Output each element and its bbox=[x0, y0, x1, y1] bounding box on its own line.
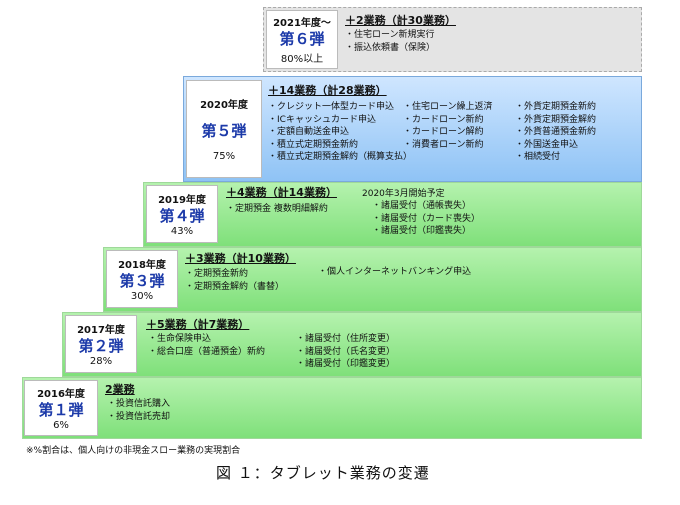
list-item: ・投資信託売却 bbox=[107, 411, 171, 422]
phase-1-label: 2016年度 第１弾 6% bbox=[24, 380, 98, 436]
list-item: ・総合口座（普通預金）新約 bbox=[148, 346, 266, 357]
list-item: ・諸届受付（印鑑喪失） bbox=[372, 226, 472, 236]
phase-5-year: 2020年度 bbox=[200, 99, 248, 111]
list-item: ・外貨普通預金新約 bbox=[515, 127, 597, 137]
phase-6-title: ＋2業務（計30業務） bbox=[345, 14, 456, 27]
phase-6-label: 2021年度～ 第６弾 80%以上 bbox=[266, 10, 338, 69]
phase-3-list-a: ・定期預金新約 ・定期預金解約（書替） bbox=[185, 268, 284, 293]
phase-6-list: ・住宅ローン新規実行 ・振込依頼書（保険） bbox=[345, 29, 435, 54]
phase-1-percent: 6% bbox=[53, 420, 69, 432]
phase-6-percent: 80%以上 bbox=[280, 53, 324, 65]
phase-5-percent: 75% bbox=[212, 151, 236, 163]
list-item: ・定額自動送金申込 bbox=[268, 127, 350, 137]
phase-3-year: 2018年度 bbox=[118, 259, 166, 271]
list-item: ・諸届受付（通帳喪失） bbox=[372, 201, 472, 211]
phase-2-list-b: ・諸届受付（住所変更） ・諸届受付（氏名変更） ・諸届受付（印鑑変更） bbox=[296, 333, 395, 371]
list-item: ・外貨定期預金新約 bbox=[515, 102, 597, 112]
list-item: ・諸届受付（氏名変更） bbox=[296, 346, 396, 357]
list-item: ・定期預金 複数明細解約 bbox=[226, 204, 328, 214]
phase-4-list-b: ・諸届受付（通帳喪失） ・諸届受付（カード喪失） ・諸届受付（印鑑喪失） bbox=[372, 200, 480, 238]
list-item: ・カードローン解約 bbox=[403, 127, 484, 137]
phase-4-step bbox=[143, 182, 642, 247]
phase-1-name: 第１弾 bbox=[38, 400, 84, 419]
list-item: ・カードローン新約 bbox=[403, 114, 484, 125]
phase-1-year: 2016年度 bbox=[37, 388, 85, 400]
list-item: ・外貨定期預金解約 bbox=[515, 114, 597, 125]
phase-5-list-b: ・住宅ローン繰上返済 ・カードローン新約 ・カードローン解約 ・消費者ローン新約 bbox=[403, 101, 493, 151]
phase-5-list-a: ・クレジット一体型カード申込 ・ICキャッシュカード申込 ・定額自動送金申込 ・… bbox=[268, 101, 412, 164]
phase-4-name: 第４弾 bbox=[159, 206, 205, 225]
list-item: ・消費者ローン新約 bbox=[403, 139, 484, 150]
figure-caption: 図 １：タブレット業務の変遷 bbox=[216, 464, 430, 482]
phase-5-name: 第５弾 bbox=[201, 121, 247, 140]
list-item: ・投資信託購入 bbox=[107, 399, 171, 409]
phase-4-label: 2019年度 第４弾 43% bbox=[146, 185, 218, 243]
list-item: ・積立式定期預金新約 bbox=[268, 139, 359, 150]
list-item: ・定期預金新約 bbox=[185, 269, 249, 279]
list-item: ・生命保険申込 bbox=[148, 334, 212, 344]
phase-1-step bbox=[22, 377, 642, 439]
phase-4-list-a: ・定期預金 複数明細解約 bbox=[226, 203, 328, 216]
list-item: ・住宅ローン新規実行 bbox=[345, 30, 435, 40]
phase-1-list: ・投資信託購入 ・投資信託売却 bbox=[107, 398, 170, 423]
phase-5-title: ＋14業務（計28業務） bbox=[268, 84, 387, 97]
phase-4-title: ＋4業務（計14業務） bbox=[226, 186, 337, 199]
list-item: ・積立式定期預金解約（概算支払） bbox=[268, 152, 413, 162]
phase-6-name: 第６弾 bbox=[279, 30, 325, 49]
list-item: ・外国送金申込 bbox=[515, 139, 579, 150]
phase-4-year: 2019年度 bbox=[158, 194, 206, 206]
list-item: ・諸届受付（住所変更） bbox=[296, 334, 396, 344]
phase-6-year: 2021年度～ bbox=[273, 18, 331, 30]
phase-2-step bbox=[62, 312, 642, 377]
list-item: ・個人インターネットバンキング申込 bbox=[318, 267, 472, 277]
phase-2-label: 2017年度 第２弾 28% bbox=[65, 315, 137, 373]
footnote: ※%割合は、個人向けの非現金スロー業務の実現割合 bbox=[26, 446, 241, 456]
list-item: ・ICキャッシュカード申込 bbox=[268, 114, 376, 125]
phase-2-name: 第２弾 bbox=[78, 336, 124, 355]
list-item: ・相続受付 bbox=[515, 152, 561, 162]
phase-2-list-a: ・生命保険申込 ・総合口座（普通預金）新約 bbox=[148, 333, 265, 358]
phase-4-note: 2020年3月開始予定 bbox=[362, 189, 445, 199]
phase-3-list-b: ・個人インターネットバンキング申込 bbox=[318, 266, 471, 279]
phase-5-label: 2020年度 第５弾 75% bbox=[186, 80, 262, 178]
phase-1-title: 2業務 bbox=[105, 383, 135, 396]
list-item: ・振込依頼書（保険） bbox=[345, 42, 436, 53]
list-item: ・クレジット一体型カード申込 bbox=[268, 102, 395, 112]
phase-4-percent: 43% bbox=[170, 226, 194, 238]
phase-3-title: ＋3業務（計10業務） bbox=[185, 252, 296, 265]
list-item: ・住宅ローン繰上返済 bbox=[403, 102, 493, 112]
phase-2-percent: 28% bbox=[89, 356, 113, 368]
phase-3-label: 2018年度 第３弾 30% bbox=[106, 250, 178, 308]
list-item: ・諸届受付（印鑑変更） bbox=[296, 359, 396, 369]
phase-3-step bbox=[103, 247, 642, 312]
phase-2-title: ＋5業務（計7業務） bbox=[146, 318, 250, 331]
phase-3-name: 第３弾 bbox=[119, 271, 165, 290]
list-item: ・諸届受付（カード喪失） bbox=[372, 213, 481, 224]
phase-2-year: 2017年度 bbox=[77, 324, 125, 336]
list-item: ・定期預金解約（書替） bbox=[185, 281, 285, 292]
phase-5-list-c: ・外貨定期預金新約 ・外貨定期預金解約 ・外貨普通預金新約 ・外国送金申込 ・相… bbox=[515, 101, 596, 164]
phase-3-percent: 30% bbox=[130, 291, 154, 303]
